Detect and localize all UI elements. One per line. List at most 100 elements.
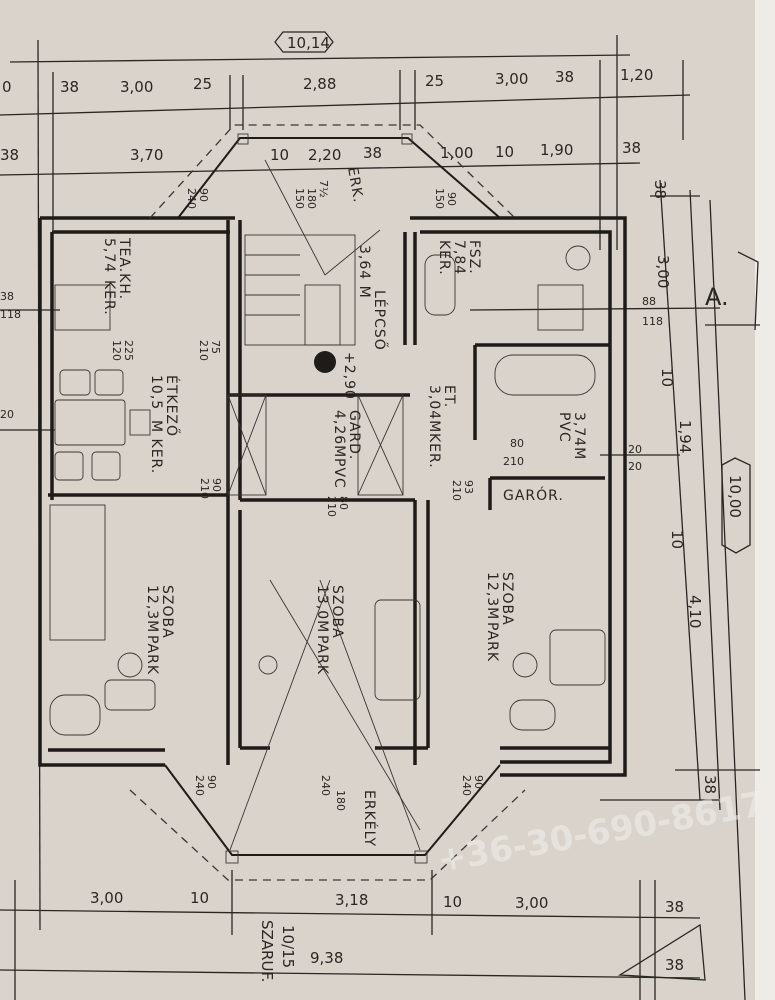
room-area: 7,84 xyxy=(451,240,467,275)
level-marker-icon xyxy=(314,351,336,373)
dim: 0 xyxy=(2,78,12,96)
dim: 25 xyxy=(425,72,444,90)
room-floor: PARK xyxy=(484,622,500,662)
room-floor: PARK xyxy=(314,635,330,675)
dim: 38 xyxy=(555,68,574,86)
dim: 9,38 xyxy=(310,949,343,967)
room-hall: ET. 3,04M KER. xyxy=(426,385,457,469)
dim: 225 xyxy=(122,340,135,361)
room-area: 3,74M xyxy=(571,412,587,460)
dim: 90 xyxy=(197,188,210,202)
room-name: SZOBA xyxy=(499,572,515,626)
overall-depth: 10,00 xyxy=(726,475,744,518)
dim: 90 xyxy=(472,775,485,789)
dim: 180 xyxy=(305,188,318,209)
room-area: 4,26M xyxy=(331,410,347,458)
dim: 3,18 xyxy=(335,891,368,909)
dim: 240 xyxy=(185,188,198,209)
dim: 118 xyxy=(0,308,21,321)
room-bedroom-right: SZOBA 12,3M PARK xyxy=(484,572,515,662)
room-area: 5,74 xyxy=(101,238,117,273)
dim: 38 xyxy=(651,180,669,199)
dim: 93 xyxy=(462,480,475,494)
dim: 120 xyxy=(110,340,123,361)
dim: 88 xyxy=(642,295,656,308)
phone-watermark: +36-30-690-8617 xyxy=(435,784,768,881)
dim: 1,94 xyxy=(676,420,694,453)
right-dimensions: 38 3,00 10 1,94 10 4,10 38 88 118 20 20 … xyxy=(628,180,751,794)
opening-dimensions: 225 120 75 210 90 210 80 210 93 210 80 2… xyxy=(110,340,524,796)
furniture xyxy=(49,245,606,851)
dim: 150 xyxy=(433,188,446,209)
room-area: 12,3M xyxy=(484,572,500,620)
dim: 90 xyxy=(210,478,223,492)
room-bedroom-center: SZOBA 13,0M PARK xyxy=(314,585,345,675)
dim: 1,00 xyxy=(440,144,473,162)
room-name: TEA.KH. xyxy=(116,237,132,300)
dim: 3,00 xyxy=(120,78,153,96)
room-floor: 240 xyxy=(319,775,332,796)
dim: 38 xyxy=(701,775,719,794)
dim: 4,10 xyxy=(686,595,704,628)
room-name: ÉTKEZŐ xyxy=(163,375,181,437)
top-dimensions-row1: 0 38 3,00 25 2,88 25 3,00 38 1,20 xyxy=(2,66,653,96)
dim: 1,20 xyxy=(620,66,653,84)
dim: 20 xyxy=(628,460,642,473)
room-name: ET. xyxy=(441,385,457,408)
dim: 38 xyxy=(665,898,684,916)
dimension-lines xyxy=(0,35,760,1000)
dim: 10 xyxy=(495,143,514,161)
room-floor: KER. xyxy=(101,280,117,316)
paper-edge xyxy=(755,0,775,1000)
dim: 20 xyxy=(628,443,642,456)
dim: 10 xyxy=(190,889,209,907)
dim: 38 xyxy=(60,78,79,96)
room-area: 13,0M xyxy=(314,585,330,633)
level-label: +2,90 xyxy=(341,352,357,400)
room-stairs: LÉPCSŐ 3,64 M xyxy=(356,245,389,351)
top-bay-labels: 90 240 7½ 180 150 ERK. 150 90 xyxy=(185,166,458,209)
dim: 210 xyxy=(325,496,338,517)
dim: 90 xyxy=(445,192,458,206)
dim: 210 xyxy=(198,478,211,499)
dim: 80 xyxy=(337,496,350,510)
dim: 240 xyxy=(460,775,473,796)
dim: 1,90 xyxy=(540,141,573,159)
dim: 210 xyxy=(197,340,210,361)
bay-windows xyxy=(129,124,526,881)
dim: 3,00 xyxy=(495,70,528,88)
room-floor: M KER. xyxy=(148,420,164,474)
room-area: 10,5 xyxy=(148,375,164,410)
room-name: GARD. xyxy=(346,410,362,460)
room-name: SZOBA xyxy=(159,585,175,639)
overall-width-tag xyxy=(274,31,334,53)
dim: 118 xyxy=(642,315,663,328)
dim: 38 xyxy=(665,956,684,974)
room-floor: PARK xyxy=(144,635,160,675)
room-floor: PVC xyxy=(556,412,572,443)
section-mark: A. xyxy=(705,283,729,311)
dim: 3,00 xyxy=(90,889,123,907)
room-bathroom-fsz: FSZ. 7,84 KER. xyxy=(436,240,482,276)
room-name: ERKÉLY xyxy=(361,790,378,847)
bottom-dimensions: 3,00 10 3,18 10 3,00 38 9,38 10/15 SZARU… xyxy=(90,889,684,982)
dim: 38 xyxy=(622,139,641,157)
room-dining: ÉTKEZŐ 10,5 M KER. xyxy=(148,375,181,474)
room-floor: PVC xyxy=(331,458,347,489)
walls xyxy=(38,216,627,777)
room-area: 3,64 M xyxy=(356,245,372,299)
dim: 90 xyxy=(205,775,218,789)
room-storage: GARÓR. xyxy=(503,486,564,504)
dim: 150 xyxy=(293,188,306,209)
room-floor: KER. xyxy=(436,240,452,276)
dim: 80 xyxy=(510,437,524,450)
dim: 10/15 xyxy=(279,925,297,968)
left-dimensions: 38 118 20 xyxy=(0,290,21,421)
dim: 75 xyxy=(209,340,222,354)
staircase xyxy=(244,159,381,373)
dim: 25 xyxy=(193,75,212,93)
dim: 240 xyxy=(193,775,206,796)
dim: 3,00 xyxy=(515,894,548,912)
room-area: 180 xyxy=(334,790,347,811)
